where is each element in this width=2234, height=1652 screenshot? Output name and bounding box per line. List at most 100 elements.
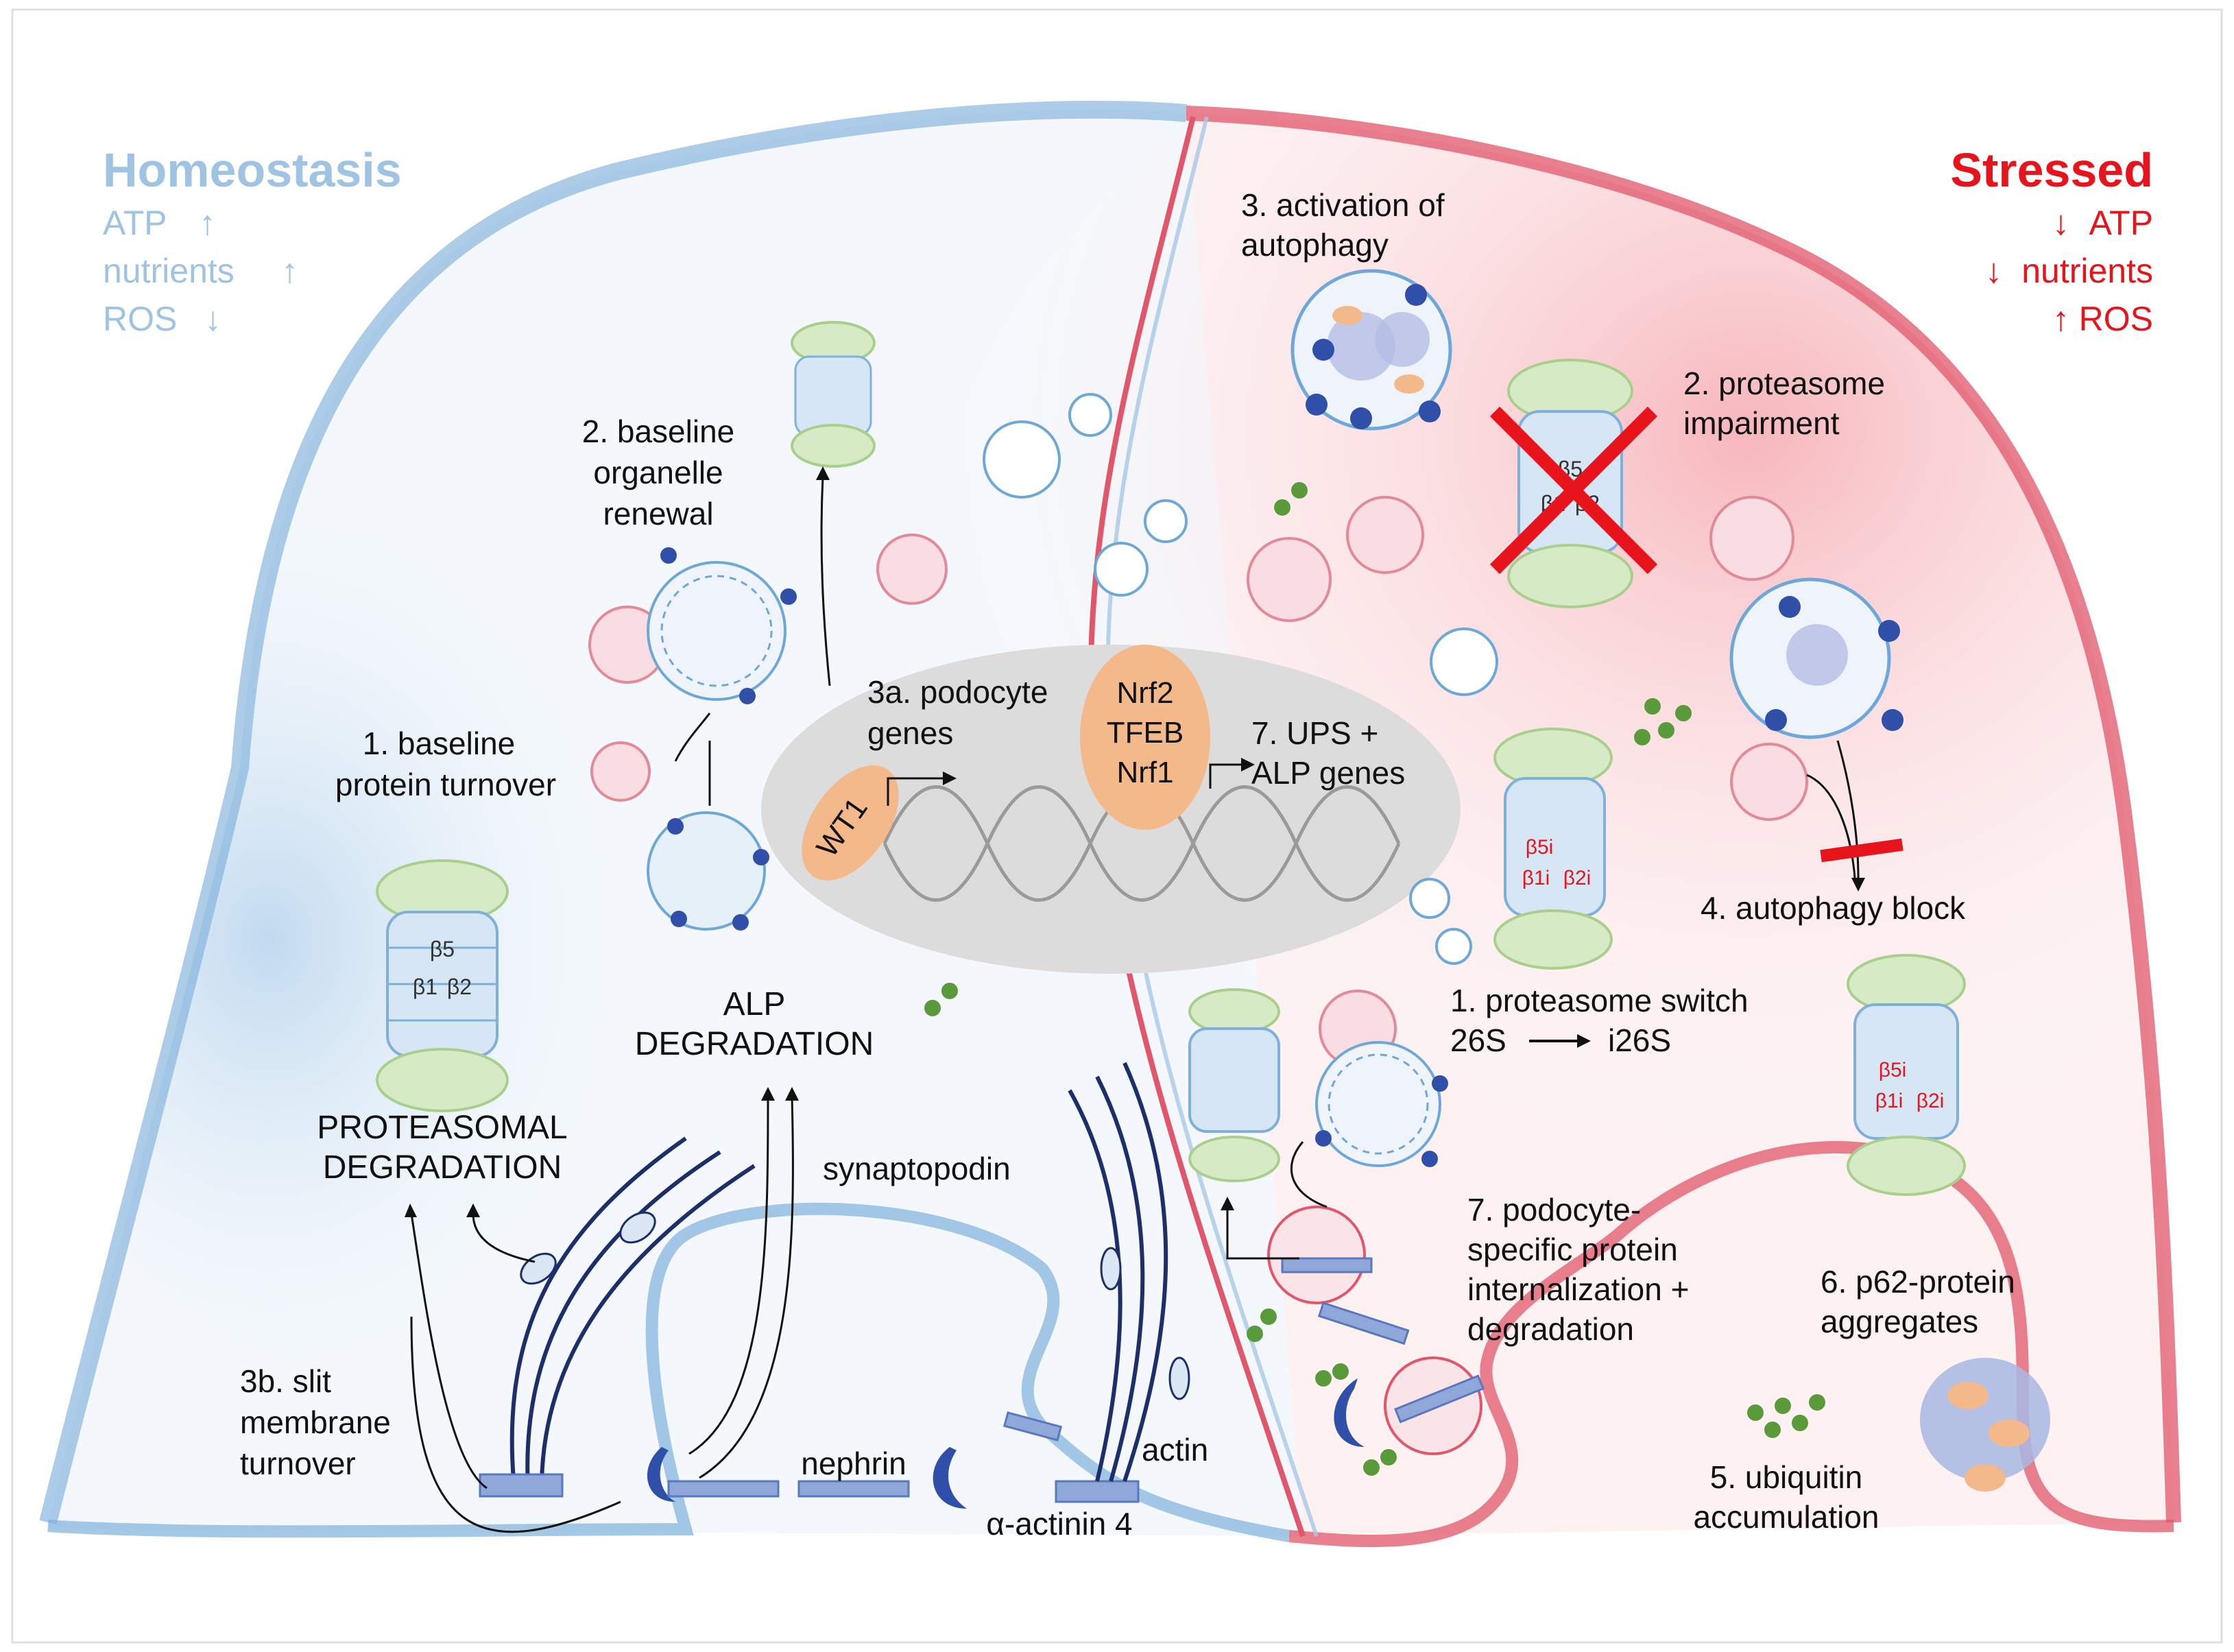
proteasome-impairment-line1: 2. proteasome [1683,366,1885,401]
proteasomal-degradation-line2: DEGRADATION [323,1149,562,1186]
alpha-actinin-left [479,1473,564,1498]
slit-membrane-line1: 3b. slit [240,1363,331,1399]
activation-autophagy-line2: autophagy [1241,227,1389,263]
organelle-renewal-line1: 2. baseline [582,414,735,449]
organelle-renewal-line3: renewal [603,496,713,531]
podocin-left [647,1447,675,1502]
left-organelles [588,393,1188,931]
immuno-subunit-beta5i: β5i [1526,836,1554,859]
nephrin-bar-1 [667,1480,780,1498]
ubiquitin-chains [924,482,1825,1476]
homeostasis-title: Homeostasis [103,143,402,197]
slit-turnover-arrow-1 [410,1213,488,1489]
autophagy-block-arrow [1806,774,1856,878]
vesicle-2 [1144,499,1188,543]
alp-degradation-line1: ALP [723,986,786,1022]
p62-line1: 6. p62-protein [1821,1264,2015,1300]
immuno2-subunit-beta1i: β1i [1875,1090,1903,1112]
slit-membrane-line3: turnover [240,1446,356,1481]
proteasome-switch-line1: 1. proteasome switch [1450,983,1749,1018]
ubiquitin-line1: 5. ubiquitin [1710,1459,1863,1495]
vesicle-1 [983,420,1061,499]
tf-nrf1: Nrf1 [1116,756,1173,789]
subunit-beta1: β1 [413,974,437,999]
autophagy-block-bar-icon [1820,838,1903,863]
vesicle-4 [1068,393,1112,437]
alpha-actinin-right [1055,1480,1140,1503]
autophagosome [647,811,766,931]
podocin-right [933,1447,967,1509]
p62-line2: aggregates [1821,1304,1978,1339]
activation-autophagy-line1: 3. activation of [1241,187,1445,223]
slit-diaphragm-left [405,1062,1190,1533]
ups-genes-line1: 7. UPS + [1251,715,1378,751]
right-organelles [1247,496,1903,965]
synaptopodin-label: synaptopodin [823,1151,1011,1186]
slit-turnover-arrow-2 [410,1316,621,1533]
stressed-atp: ATP [2089,204,2153,242]
vesicle-3 [1094,542,1149,597]
organelle-renewal-line2: organelle [593,455,723,490]
proteasomal-degradation-line1: PROTEASOMAL [317,1110,567,1146]
alp-degradation-line2: DEGRADATION [635,1026,874,1062]
stressed-title: Stressed [1950,143,2153,197]
dna-strand-2 [882,785,1401,902]
slit-turnover-arrow-3 [472,1213,536,1263]
gene-to-proteasome-arrow [820,476,831,686]
tf-nrf2: Nrf2 [1116,676,1173,710]
figure-frame [11,8,2223,1644]
tf-transcription-arrow [1209,763,1241,789]
ups-genes-line2: ALP genes [1251,755,1405,791]
immunoproteasome-2: β5i β1i β2i [1847,954,1966,1196]
immuno2-subunit-beta5i: β5i [1879,1059,1907,1081]
homeostasis-nutrients-up-icon: ↑ [281,252,298,290]
homeostasis-ros: ROS [103,300,177,338]
proteasome-top [791,321,876,686]
impaired-proteasome: β5 β1 β2 [1489,359,1658,608]
proteasome-switch-26s: 26S [1450,1022,1506,1058]
homeostasis-nutrients: nutrients [103,252,235,290]
stressed-legend: Stressed ATP ↓ nutrients ↓ ROS ↑ [1950,143,2153,338]
tf-tfeb: TFEB [1107,716,1184,750]
podocyte-genes-line2: genes [867,715,953,751]
homeostasis-ros-down-icon: ↓ [204,300,221,338]
wt1-factor [802,765,899,881]
subunit-beta2: β2 [447,974,472,999]
homeostasis-atp-up-icon: ↑ [199,204,216,242]
immunoproteasome: β5i β1i β2i [1493,728,1613,970]
protein-turnover-line2: protein turnover [335,767,556,802]
stressed-ros: ROS [2079,300,2153,338]
internalization-line4: degradation [1467,1311,1634,1347]
homeostasis-atp: ATP [103,204,167,242]
transcription-factors [1080,645,1210,830]
ubiquitin-line2: accumulation [1693,1499,1879,1535]
alp-arrow-2 [699,1097,794,1479]
wt1-transcription-arrow [887,777,943,806]
homeostasis-legend: Homeostasis ATP ↑ nutrients ↑ ROS ↓ [103,143,402,338]
proteasome-switch-i26s: i26S [1608,1022,1671,1058]
nephrin-bar-2 [797,1480,910,1498]
stressed-nutrients-down-icon: ↓ [1985,252,2002,290]
protein-turnover-line1: 1. baseline [363,726,516,761]
autolysosome [647,561,786,701]
p62-aggregate [1920,1358,2050,1492]
nephrin-label: nephrin [801,1446,906,1481]
autophagy-block-label: 4. autophagy block [1701,890,1966,926]
renewal-arrows [674,713,711,806]
immuno-subunit-beta2i: β2i [1563,867,1592,889]
proteasome-impairment-line2: impairment [1683,405,1840,441]
internalization-line1: 7. podocyte- [1467,1192,1641,1228]
internalization-line2: specific protein [1467,1232,1678,1267]
slit-membrane-line2: membrane [240,1404,391,1440]
autophagosome-stress [1290,269,1452,431]
stressed-nutrients: nutrients [2021,252,2153,290]
subunit-beta5: β5 [430,937,455,961]
alp-arrow-1 [688,1097,769,1455]
nucleus: WT1 3a. podocyte genes Nrf2 TFEB Nrf1 7.… [761,645,1461,974]
podocyte-genes-line1: 3a. podocyte [867,674,1048,710]
stressed-ros-up-icon: ↑ [2052,300,2069,338]
internalization-arrow-1 [1226,1207,1299,1260]
internalization-arrow-2 [1290,1141,1328,1208]
lysosome-small [590,741,651,802]
